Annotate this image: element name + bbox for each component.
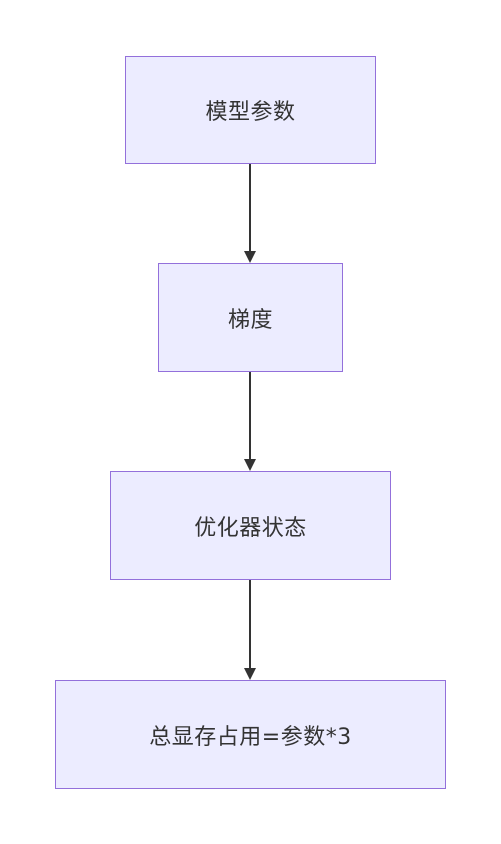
node-gradients: 梯度 [158,263,343,372]
node-label: 总显存占用=参数*3 [149,724,352,750]
node-label: 优化器状态 [194,515,307,541]
node-label: 模型参数 [205,100,296,125]
node-total-memory: 总显存占用=参数*3 [55,680,446,789]
node-model-parameters: 模型参数 [125,56,376,164]
node-optimizer-state: 优化器状态 [110,471,391,580]
node-label: 梯度 [227,307,273,333]
